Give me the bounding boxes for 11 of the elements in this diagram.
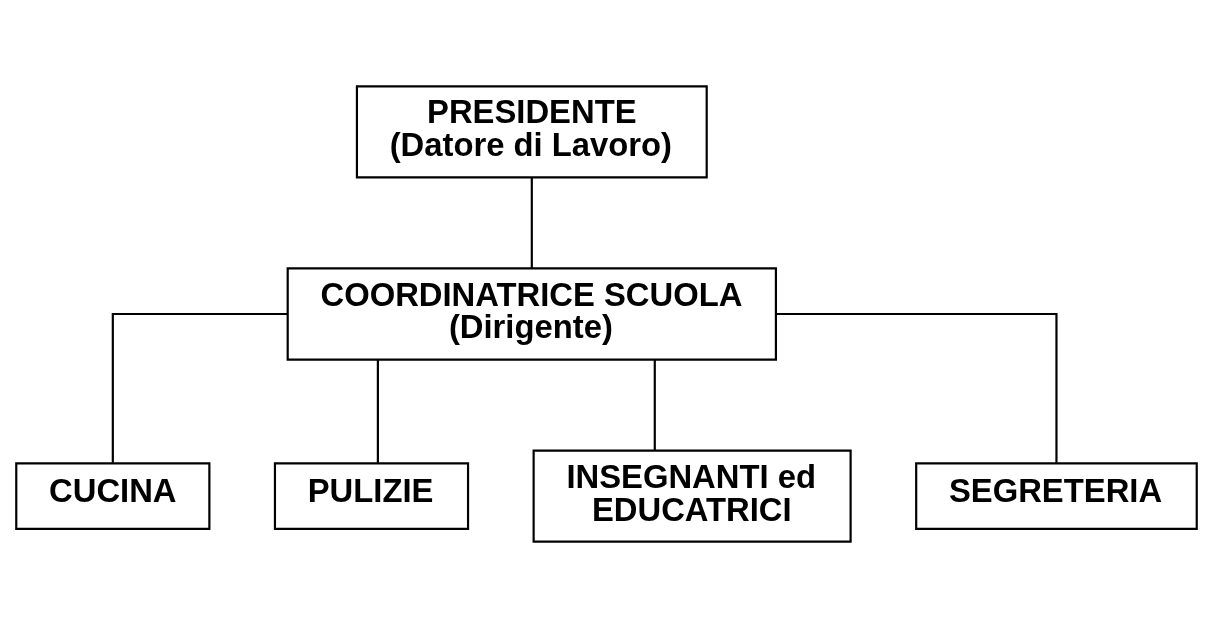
- connector: [111, 312, 288, 463]
- connector: [376, 359, 379, 463]
- connector: [776, 312, 1058, 463]
- node-box: COORDINATRICE SCUOLA (Dirigente): [286, 266, 777, 361]
- node-box: PRESIDENTE (Datore di Lavoro): [355, 84, 708, 178]
- node-box: CUCINA: [15, 461, 211, 530]
- connector: [653, 359, 656, 450]
- connector: [530, 177, 533, 268]
- node-box: SEGRETERIA: [915, 461, 1198, 530]
- node-box: INSEGNANTI ed EDUCATRICI: [532, 449, 852, 543]
- node-box: PULIZIE: [273, 461, 470, 530]
